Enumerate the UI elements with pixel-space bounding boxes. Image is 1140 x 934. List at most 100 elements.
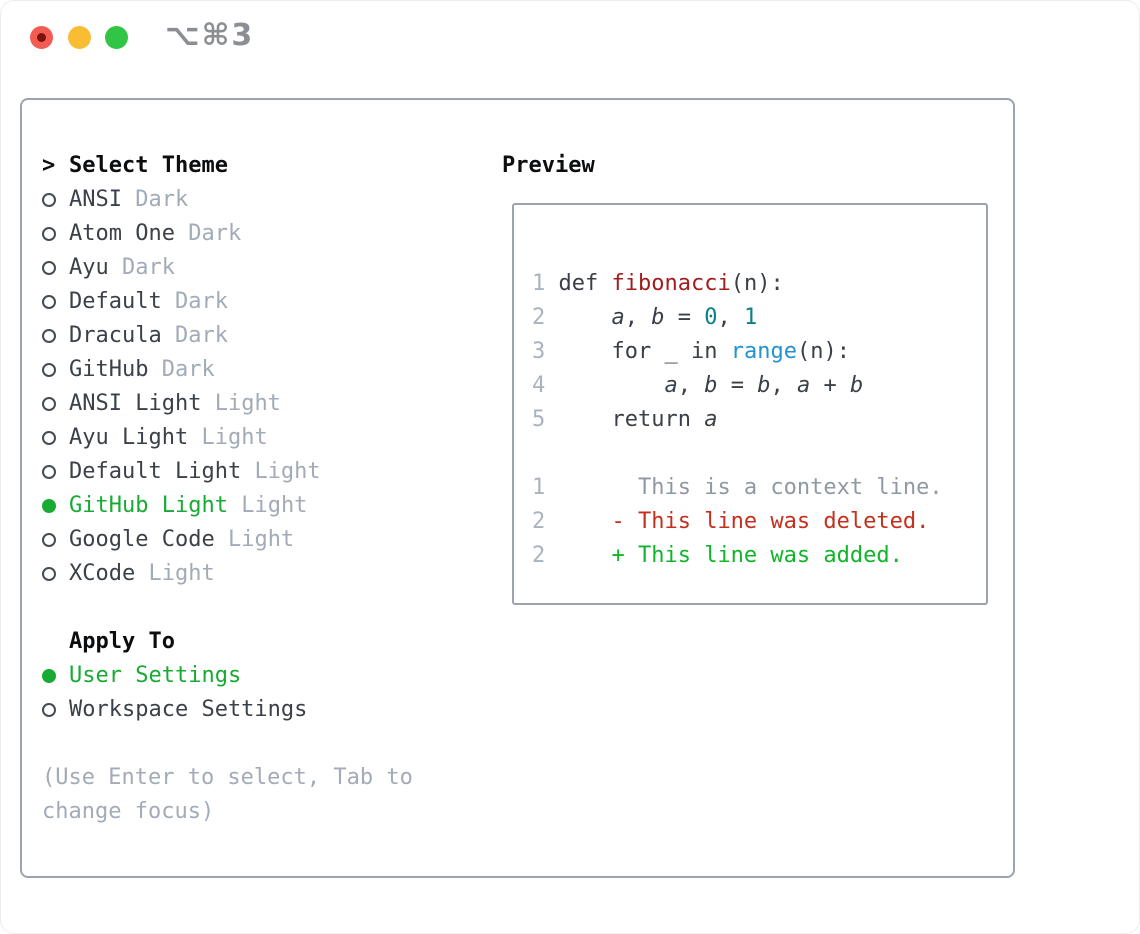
theme-option-variant-tag: Dark bbox=[174, 323, 228, 348]
theme-option-variant-tag: Light bbox=[214, 391, 281, 416]
theme-option[interactable]: Atom One Dark bbox=[42, 217, 502, 251]
focus-caret-icon: > bbox=[42, 153, 56, 178]
maximize-button[interactable] bbox=[105, 26, 128, 49]
theme-option-variant-tag: Light bbox=[254, 459, 321, 484]
theme-option-label: Dracula bbox=[69, 323, 162, 348]
radio-selected-icon bbox=[42, 499, 56, 513]
code-line: 3 for _ in range(n): bbox=[532, 335, 986, 369]
theme-option-label: Ayu bbox=[69, 255, 109, 280]
code-line: 2 + This line was added. bbox=[532, 539, 986, 573]
titlebar: ⌥⌘3 bbox=[0, 0, 1140, 98]
theme-option[interactable]: GitHub Light Light bbox=[42, 489, 502, 523]
token-b: range bbox=[730, 339, 797, 364]
theme-option[interactable]: Dracula Dark bbox=[42, 319, 502, 353]
theme-option-variant-tag: Dark bbox=[122, 255, 175, 280]
token-f: fibonacci bbox=[611, 271, 731, 296]
line-number: 5 bbox=[532, 407, 559, 432]
radio-unselected-icon bbox=[42, 465, 56, 479]
token-p: , bbox=[624, 305, 652, 330]
radio-unselected-icon bbox=[42, 567, 56, 581]
apply-option[interactable]: Workspace Settings bbox=[42, 693, 502, 727]
theme-option-variant-tag: Light bbox=[201, 425, 268, 450]
theme-option[interactable]: Ayu Dark bbox=[42, 251, 502, 285]
theme-option-variant-tag: Light bbox=[148, 561, 215, 586]
line-number: 2 bbox=[532, 543, 559, 568]
radio-unselected-icon bbox=[42, 329, 56, 343]
theme-option-label: Default Light bbox=[69, 459, 242, 484]
line-number: 1 bbox=[532, 271, 559, 296]
code-line: 5 return a bbox=[532, 403, 986, 437]
token-v: a bbox=[704, 407, 718, 432]
code-line: 4 a, b = b, a + b bbox=[532, 369, 986, 403]
theme-option-variant-tag: Dark bbox=[174, 289, 228, 314]
theme-option[interactable]: GitHub Dark bbox=[42, 353, 502, 387]
line-number: 3 bbox=[532, 339, 559, 364]
theme-option[interactable]: ANSI Light Light bbox=[42, 387, 502, 421]
theme-option[interactable]: XCode Light bbox=[42, 557, 502, 591]
token-add: + This line was added. bbox=[558, 543, 903, 568]
radio-unselected-icon bbox=[42, 295, 56, 309]
theme-option[interactable]: Ayu Light Light bbox=[42, 421, 502, 455]
footer-hint: (Use Enter to select, Tab to change focu… bbox=[42, 765, 413, 824]
preview-header-label: Preview bbox=[502, 153, 595, 178]
apply-option-label: User Settings bbox=[69, 663, 242, 688]
token-k: for bbox=[558, 339, 665, 364]
apply-to-header-label: Apply To bbox=[69, 629, 175, 654]
line-number: 2 bbox=[532, 305, 559, 330]
theme-option-label: Ayu Light bbox=[69, 425, 189, 450]
token-v: b bbox=[651, 305, 665, 330]
radio-unselected-icon bbox=[42, 703, 56, 717]
blank-line bbox=[532, 437, 986, 471]
code-line: 2 - This line was deleted. bbox=[532, 505, 986, 539]
theme-option-variant-tag: Dark bbox=[188, 221, 242, 246]
token-v: a bbox=[796, 373, 811, 398]
apply-to-header: Apply To bbox=[42, 625, 502, 659]
theme-option-label: ANSI Light bbox=[69, 391, 202, 416]
theme-option-label: Google Code bbox=[69, 527, 215, 552]
theme-option-variant-tag: Light bbox=[227, 527, 295, 552]
token-p bbox=[559, 305, 612, 330]
theme-option-variant-tag: Dark bbox=[135, 187, 189, 212]
token-k: return bbox=[558, 407, 705, 432]
select-theme-header-label: Select Theme bbox=[69, 153, 228, 178]
token-v: a bbox=[611, 305, 625, 330]
theme-option[interactable]: Default Dark bbox=[42, 285, 502, 319]
apply-option[interactable]: User Settings bbox=[42, 659, 502, 693]
blank-line bbox=[532, 233, 986, 267]
theme-option-label: ANSI bbox=[69, 187, 122, 212]
radio-selected-icon bbox=[42, 669, 56, 683]
theme-option-label: GitHub bbox=[69, 357, 149, 382]
token-k: def bbox=[558, 271, 612, 296]
token-v: b bbox=[757, 373, 771, 398]
theme-option-label: Atom One bbox=[69, 221, 175, 246]
close-button[interactable] bbox=[30, 26, 53, 49]
theme-option[interactable]: Default Light Light bbox=[42, 455, 502, 489]
close-dot-icon bbox=[37, 33, 46, 42]
minimize-button[interactable] bbox=[68, 26, 91, 49]
theme-option-variant-tag: Light bbox=[241, 493, 308, 518]
apply-option-label: Workspace Settings bbox=[69, 697, 308, 722]
code-line: 1 This is a context line. bbox=[532, 471, 986, 505]
radio-unselected-icon bbox=[42, 261, 56, 275]
token-k: in bbox=[690, 339, 731, 364]
preview-section: Preview 1 def fibonacci(n):2 a, b = 0, 1… bbox=[502, 149, 1013, 876]
token-v: b bbox=[704, 373, 718, 398]
token-ctx: This is a context line. bbox=[558, 475, 943, 500]
token-p: , bbox=[677, 373, 705, 398]
theme-option[interactable]: ANSI Dark bbox=[42, 183, 502, 217]
radio-unselected-icon bbox=[42, 533, 56, 547]
token-v: b bbox=[849, 373, 864, 398]
token-p: , bbox=[770, 373, 797, 398]
radio-unselected-icon bbox=[42, 363, 56, 377]
radio-unselected-icon bbox=[42, 193, 56, 207]
token-num: 1 bbox=[743, 305, 758, 330]
theme-option[interactable]: Google Code Light bbox=[42, 523, 502, 557]
radio-unselected-icon bbox=[42, 431, 56, 445]
token-p: = bbox=[717, 373, 758, 398]
token-p: _ bbox=[664, 339, 691, 364]
